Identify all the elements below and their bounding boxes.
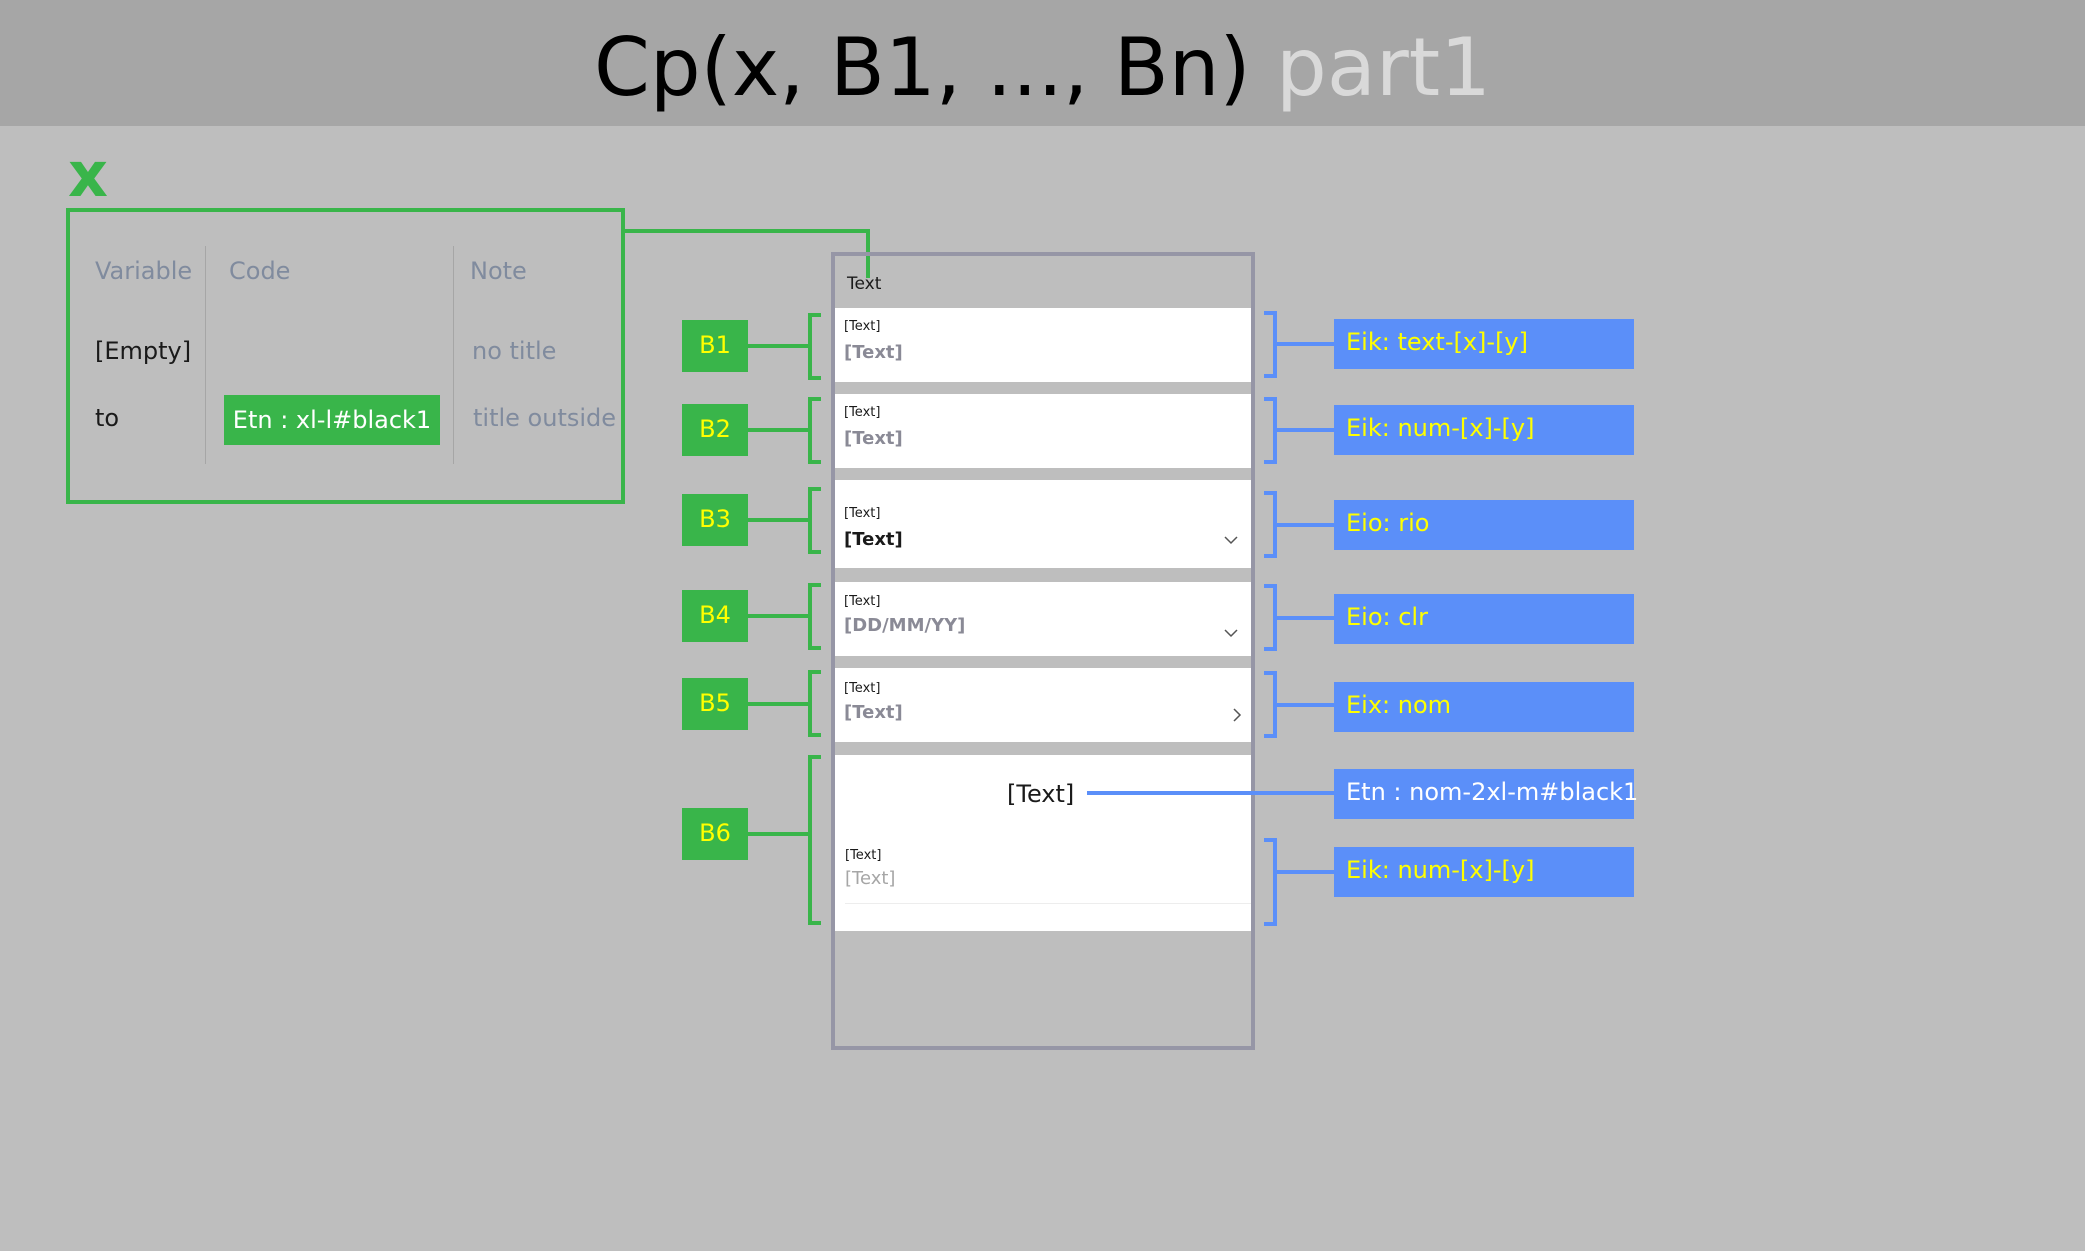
field-value: [DD/MM/YY]: [844, 615, 966, 636]
text-input-card[interactable]: [835, 308, 1251, 382]
e3-bracket: [1264, 491, 1277, 558]
header-code: Code: [229, 257, 291, 285]
title-main: Cp(x, B1, ..., Bn): [593, 21, 1251, 114]
date-picker-card[interactable]: [835, 582, 1251, 656]
row-variable: to: [95, 404, 120, 432]
field-label: [Text]: [844, 681, 881, 696]
b3-bracket: [808, 487, 821, 554]
field-value[interactable]: [Text]: [845, 868, 896, 889]
header-note: Note: [470, 257, 527, 285]
e7-bracket: [1264, 838, 1277, 926]
field-label: [Text]: [844, 506, 881, 521]
annotation-label: Eik: num-[x]-[y]: [1334, 405, 1634, 455]
e7-connector: [1277, 870, 1334, 874]
row-note: no title: [472, 337, 557, 365]
header-variable: Variable: [95, 257, 193, 285]
field-label: [Text]: [844, 319, 881, 334]
e5-bracket: [1264, 671, 1277, 738]
section-heading: [Text]: [1007, 780, 1075, 808]
e3-connector: [1277, 523, 1334, 527]
e1-bracket: [1264, 311, 1277, 378]
header-bar: [0, 0, 2085, 126]
navigation-card[interactable]: [835, 668, 1251, 742]
table-divider: [205, 246, 206, 464]
number-input-card[interactable]: [835, 394, 1251, 468]
chevron-down-icon[interactable]: [1224, 623, 1238, 643]
annotation-label: Eio: rio: [1334, 500, 1634, 550]
select-card[interactable]: [835, 480, 1251, 568]
block-label-b6: B6: [682, 808, 748, 860]
screen-frame: [831, 252, 1255, 1050]
block-label-b2: B2: [682, 404, 748, 456]
block-label-b3: B3: [682, 494, 748, 546]
x-variable-label: x: [68, 138, 108, 211]
b6-connector: [748, 832, 808, 836]
e1-connector: [1277, 342, 1334, 346]
field-underline: [845, 903, 1251, 904]
b1-connector: [748, 344, 808, 348]
annotation-label: Eix: nom: [1334, 682, 1634, 732]
e4-connector: [1277, 616, 1334, 620]
b5-bracket: [808, 670, 821, 737]
table-divider: [453, 246, 454, 464]
screen-title: Text: [847, 274, 882, 294]
field-value: [Text]: [844, 702, 903, 723]
field-label: [Text]: [844, 594, 881, 609]
b6-bracket: [808, 755, 821, 925]
field-label: [Text]: [845, 848, 882, 863]
e2-connector: [1277, 428, 1334, 432]
titled-section-card: [835, 755, 1251, 931]
annotation-label: Eik: text-[x]-[y]: [1334, 319, 1634, 369]
block-label-b5: B5: [682, 678, 748, 730]
b3-connector: [748, 518, 808, 522]
b1-bracket: [808, 313, 821, 380]
annotation-label: Etn : nom-2xl-m#black1: [1334, 769, 1638, 819]
b2-connector: [748, 428, 808, 432]
x-connector: [625, 229, 870, 233]
block-label-b4: B4: [682, 590, 748, 642]
row-note: title outside: [473, 404, 617, 432]
b4-connector: [748, 614, 808, 618]
b4-bracket: [808, 583, 821, 650]
block-label-b1: B1: [682, 320, 748, 372]
variable-table-box: [66, 208, 625, 504]
b2-bracket: [808, 397, 821, 464]
e5-connector: [1277, 703, 1334, 707]
e4-bracket: [1264, 584, 1277, 651]
field-value: [Text]: [844, 428, 903, 449]
annotation-label: Eik: num-[x]-[y]: [1334, 847, 1634, 897]
field-label: [Text]: [844, 405, 881, 420]
b5-connector: [748, 702, 808, 706]
field-value: [Text]: [844, 529, 903, 550]
field-value: [Text]: [844, 342, 903, 363]
chevron-down-icon[interactable]: [1224, 530, 1238, 550]
page-title: Cp(x, B1, ..., Bn) part1: [0, 18, 2085, 118]
e2-bracket: [1264, 397, 1277, 464]
e6-connector: [1087, 791, 1334, 795]
row-variable: [Empty]: [95, 337, 192, 365]
code-chip: Etn : xl-l#black1: [224, 395, 440, 445]
chevron-right-icon[interactable]: [1232, 707, 1242, 727]
annotation-label: Eio: clr: [1334, 594, 1634, 644]
title-part: part1: [1276, 21, 1492, 114]
